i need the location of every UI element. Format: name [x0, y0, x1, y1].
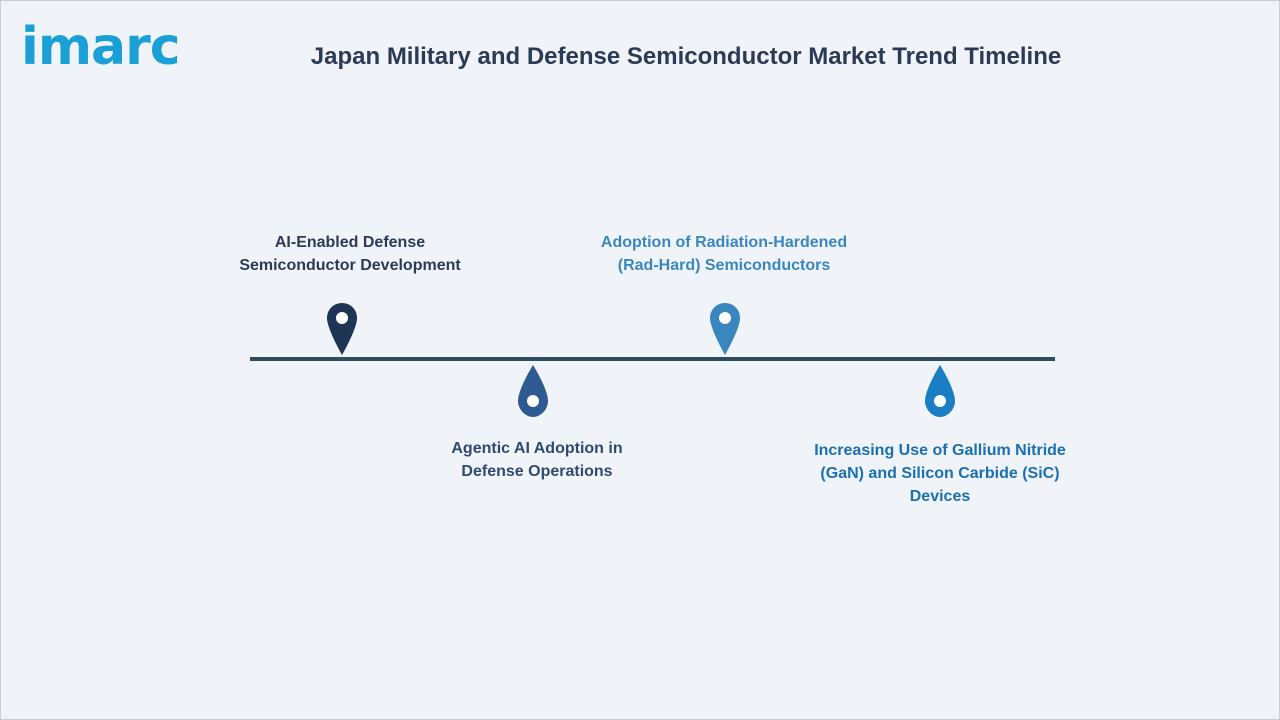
timeline-line	[250, 357, 1055, 361]
timeline-label-agentic-ai: Agentic AI Adoption in Defense Operation…	[387, 437, 687, 483]
label-line: (GaN) and Silicon Carbide (SiC)	[820, 465, 1060, 482]
map-pin-icon	[710, 303, 740, 355]
drop-pin-icon	[518, 365, 548, 417]
page-title: Japan Military and Defense Semiconductor…	[310, 43, 1062, 70]
timeline-label-ai-enabled: AI-Enabled Defense Semiconductor Develop…	[200, 231, 500, 277]
label-line: Defense Operations	[461, 463, 613, 480]
label-line: Adoption of Radiation-Hardened	[600, 234, 848, 251]
label-line: Semiconductor Development	[239, 257, 461, 274]
map-pin-icon	[327, 303, 357, 355]
label-line: Devices	[909, 488, 971, 505]
timeline-label-rad-hard: Adoption of Radiation-Hardened (Rad-Hard…	[564, 231, 884, 277]
label-line: Increasing Use of Gallium Nitride	[814, 442, 1066, 459]
drop-pin-icon	[925, 365, 955, 417]
label-line: (Rad-Hard) Semiconductors	[617, 257, 831, 274]
imarc-logo: imarc	[21, 17, 181, 77]
label-line: Agentic AI Adoption in	[451, 440, 623, 457]
timeline-label-gan-sic: Increasing Use of Gallium Nitride (GaN) …	[780, 439, 1100, 508]
label-line: AI-Enabled Defense	[274, 234, 426, 251]
